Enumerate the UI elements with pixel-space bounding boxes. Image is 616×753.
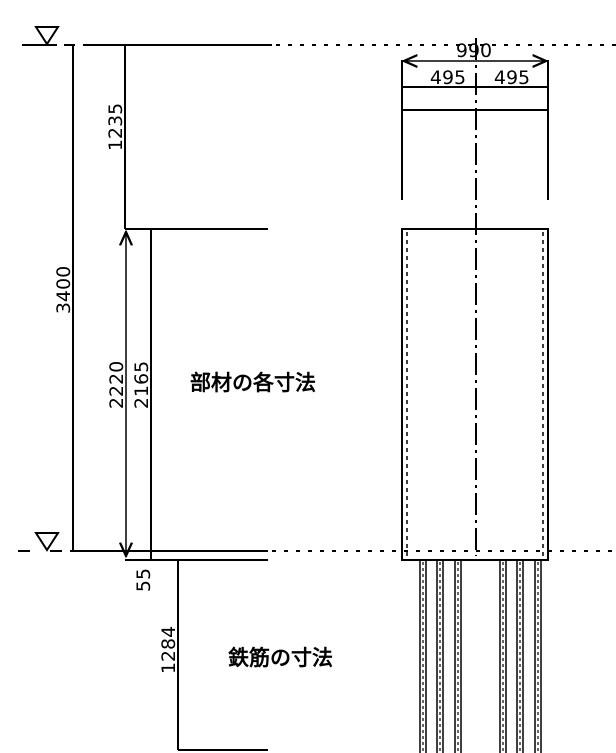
rebars [419, 559, 542, 753]
member-dimensions-title: 部材の各寸法 [190, 371, 316, 395]
bottom-level-triangle-icon [34, 532, 60, 552]
width-total-label: 990 [456, 40, 492, 62]
total-height-label: 3400 [53, 266, 75, 314]
bottom-offset-label: 55 [133, 568, 155, 592]
rebar-dimensions-title: 鉄筋の寸法 [228, 646, 333, 670]
top-level-triangle-icon [34, 26, 60, 46]
rebar [436, 559, 444, 753]
rebar [419, 559, 427, 753]
member-body [401, 228, 549, 561]
width-right-label: 495 [494, 67, 530, 89]
rebar [534, 559, 542, 753]
rebar [499, 559, 507, 753]
member-height-label: 2165 [131, 361, 153, 409]
rebar [454, 559, 462, 753]
rebar-embed-label: 1284 [158, 626, 180, 674]
upper-gap-label: 1235 [105, 103, 127, 151]
rebar [516, 559, 524, 753]
rebar-span-label: 2220 [106, 361, 128, 409]
width-left-label: 495 [430, 67, 466, 89]
